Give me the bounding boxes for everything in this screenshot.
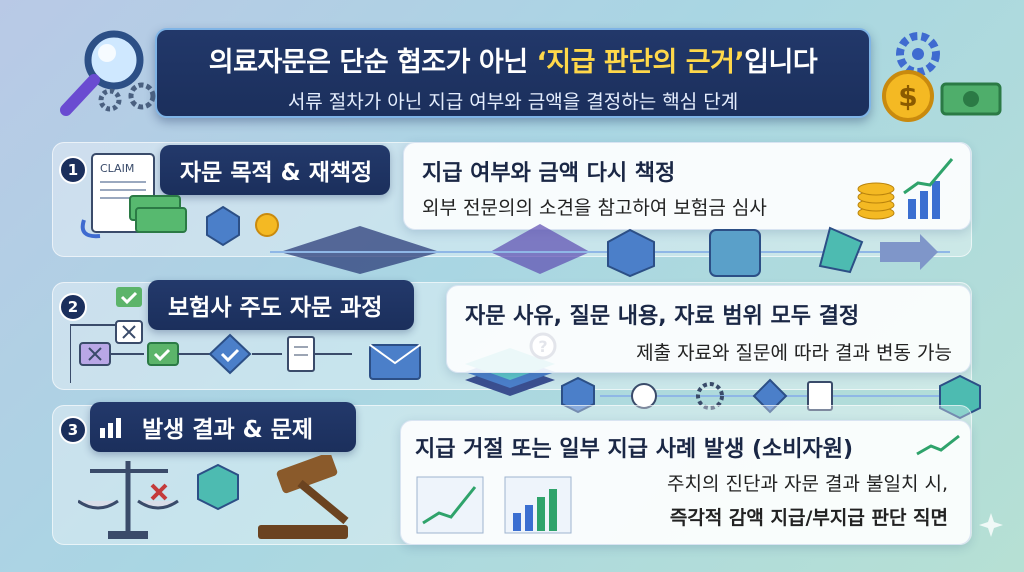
title-highlight: ‘지급 판단의 근거’ — [536, 47, 745, 78]
claim-document-icon: CLAIM — [80, 153, 187, 239]
section-3-heading: 지급 거절 또는 일부 지급 사례 발생 (소비자원) — [415, 437, 854, 462]
icon-strip — [561, 374, 981, 420]
workflow-diagram — [70, 287, 421, 383]
header-banner: 의료자문은 단순 협조가 아닌 ‘지급 판단의 근거’입니다 서류 절차가 아닌… — [155, 28, 871, 118]
coins-growth-chart-icon — [857, 158, 954, 220]
section-1-card: 지급 여부와 금액 다시 책정 외부 전문의의 소견을 참고하여 보험금 심사 — [403, 142, 971, 230]
section-1-heading: 지급 여부와 금액 다시 책정 — [422, 161, 676, 186]
section-3-card: 지급 거절 또는 일부 지급 사례 발생 (소비자원) 주치의 진단과 자문 결… — [400, 420, 971, 545]
page-title: 의료자문은 단순 협조가 아닌 ‘지급 판단의 근거’입니다 — [208, 47, 818, 78]
svg-text:CLAIM: CLAIM — [100, 162, 134, 175]
scale-gavel-icon — [78, 455, 349, 539]
gem-coin-icon — [206, 205, 279, 247]
growth-charts-icon — [416, 476, 572, 534]
svg-text:$: $ — [898, 80, 917, 113]
section-1-body: 외부 전문의의 소견을 참고하여 보험금 심사 — [422, 197, 767, 219]
section-2-body: 제출 자료와 질문에 따라 결과 변동 가능 — [636, 342, 952, 364]
section-2-tag: 보험사 주도 자문 과정 — [148, 280, 414, 330]
section-2-card: 자문 사유, 질문 내용, 자료 범위 모두 결정 제출 자료와 질문에 따라 … — [446, 285, 971, 373]
section-3-body-line1: 주치의 진단과 자문 결과 불일치 시, — [667, 473, 948, 495]
network-connector — [270, 224, 950, 278]
section-2-heading: 자문 사유, 질문 내용, 자료 범위 모두 결정 — [465, 304, 860, 329]
section-2-number: 2 — [59, 293, 87, 321]
section-1-tag: 자문 목적 & 재책정 — [160, 145, 390, 195]
bar-chart-icon — [100, 418, 121, 438]
section-1-number: 1 — [59, 156, 87, 184]
magnifier-icon — [60, 30, 144, 116]
section-3-tag: 발생 결과 & 문제 — [90, 402, 356, 452]
trend-arrow-icon — [916, 434, 960, 456]
gear-icon — [98, 82, 156, 112]
section-3-number: 3 — [59, 416, 87, 444]
page-subtitle: 서류 절차가 아닌 지급 여부와 금액을 결정하는 핵심 단계 — [287, 91, 739, 113]
section-3-body-line2: 즉각적 감액 지급/부지급 판단 직면 — [669, 507, 948, 529]
gear-coin-icon: $ — [882, 32, 1002, 122]
sparkle-icon — [979, 513, 1003, 537]
